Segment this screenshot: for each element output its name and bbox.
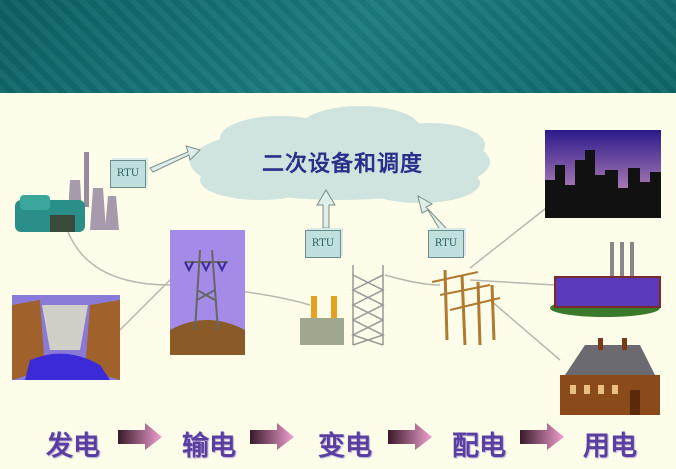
- flow-label-transformation: 变电: [318, 431, 372, 462]
- flow-label-distribution: 配电: [452, 431, 506, 462]
- transformer-icon: [300, 296, 344, 345]
- uplink-arrows: [149, 145, 447, 231]
- lattice-tower-icon: [351, 265, 385, 346]
- thermal-power-plant-icon: [15, 152, 119, 232]
- flow-arrow-icon: [118, 423, 162, 450]
- house-icon: [560, 338, 660, 415]
- rtu-box: RTU: [305, 230, 341, 258]
- flow-label-transmission: 输电: [182, 431, 236, 462]
- factory-icon: [550, 242, 661, 317]
- cloud-shape: [190, 106, 490, 203]
- hydro-dam-icon: [12, 295, 120, 380]
- rtu-box: RTU: [428, 230, 464, 258]
- slide-header-band: [0, 0, 676, 93]
- flow-label-generation: 发电: [46, 431, 100, 462]
- transmission-tower-icon: [170, 230, 245, 355]
- cloud-label: 二次设备和调度: [262, 151, 424, 177]
- flow-arrow-icon: [520, 423, 564, 450]
- flow-label-consumption: 用电: [583, 431, 637, 462]
- rtu-box: RTU: [110, 160, 146, 188]
- flow-arrow-icon: [250, 423, 294, 450]
- distribution-poles-icon: [431, 269, 501, 346]
- city-skyline-icon: [545, 130, 661, 218]
- flow-arrow-icon: [388, 423, 432, 450]
